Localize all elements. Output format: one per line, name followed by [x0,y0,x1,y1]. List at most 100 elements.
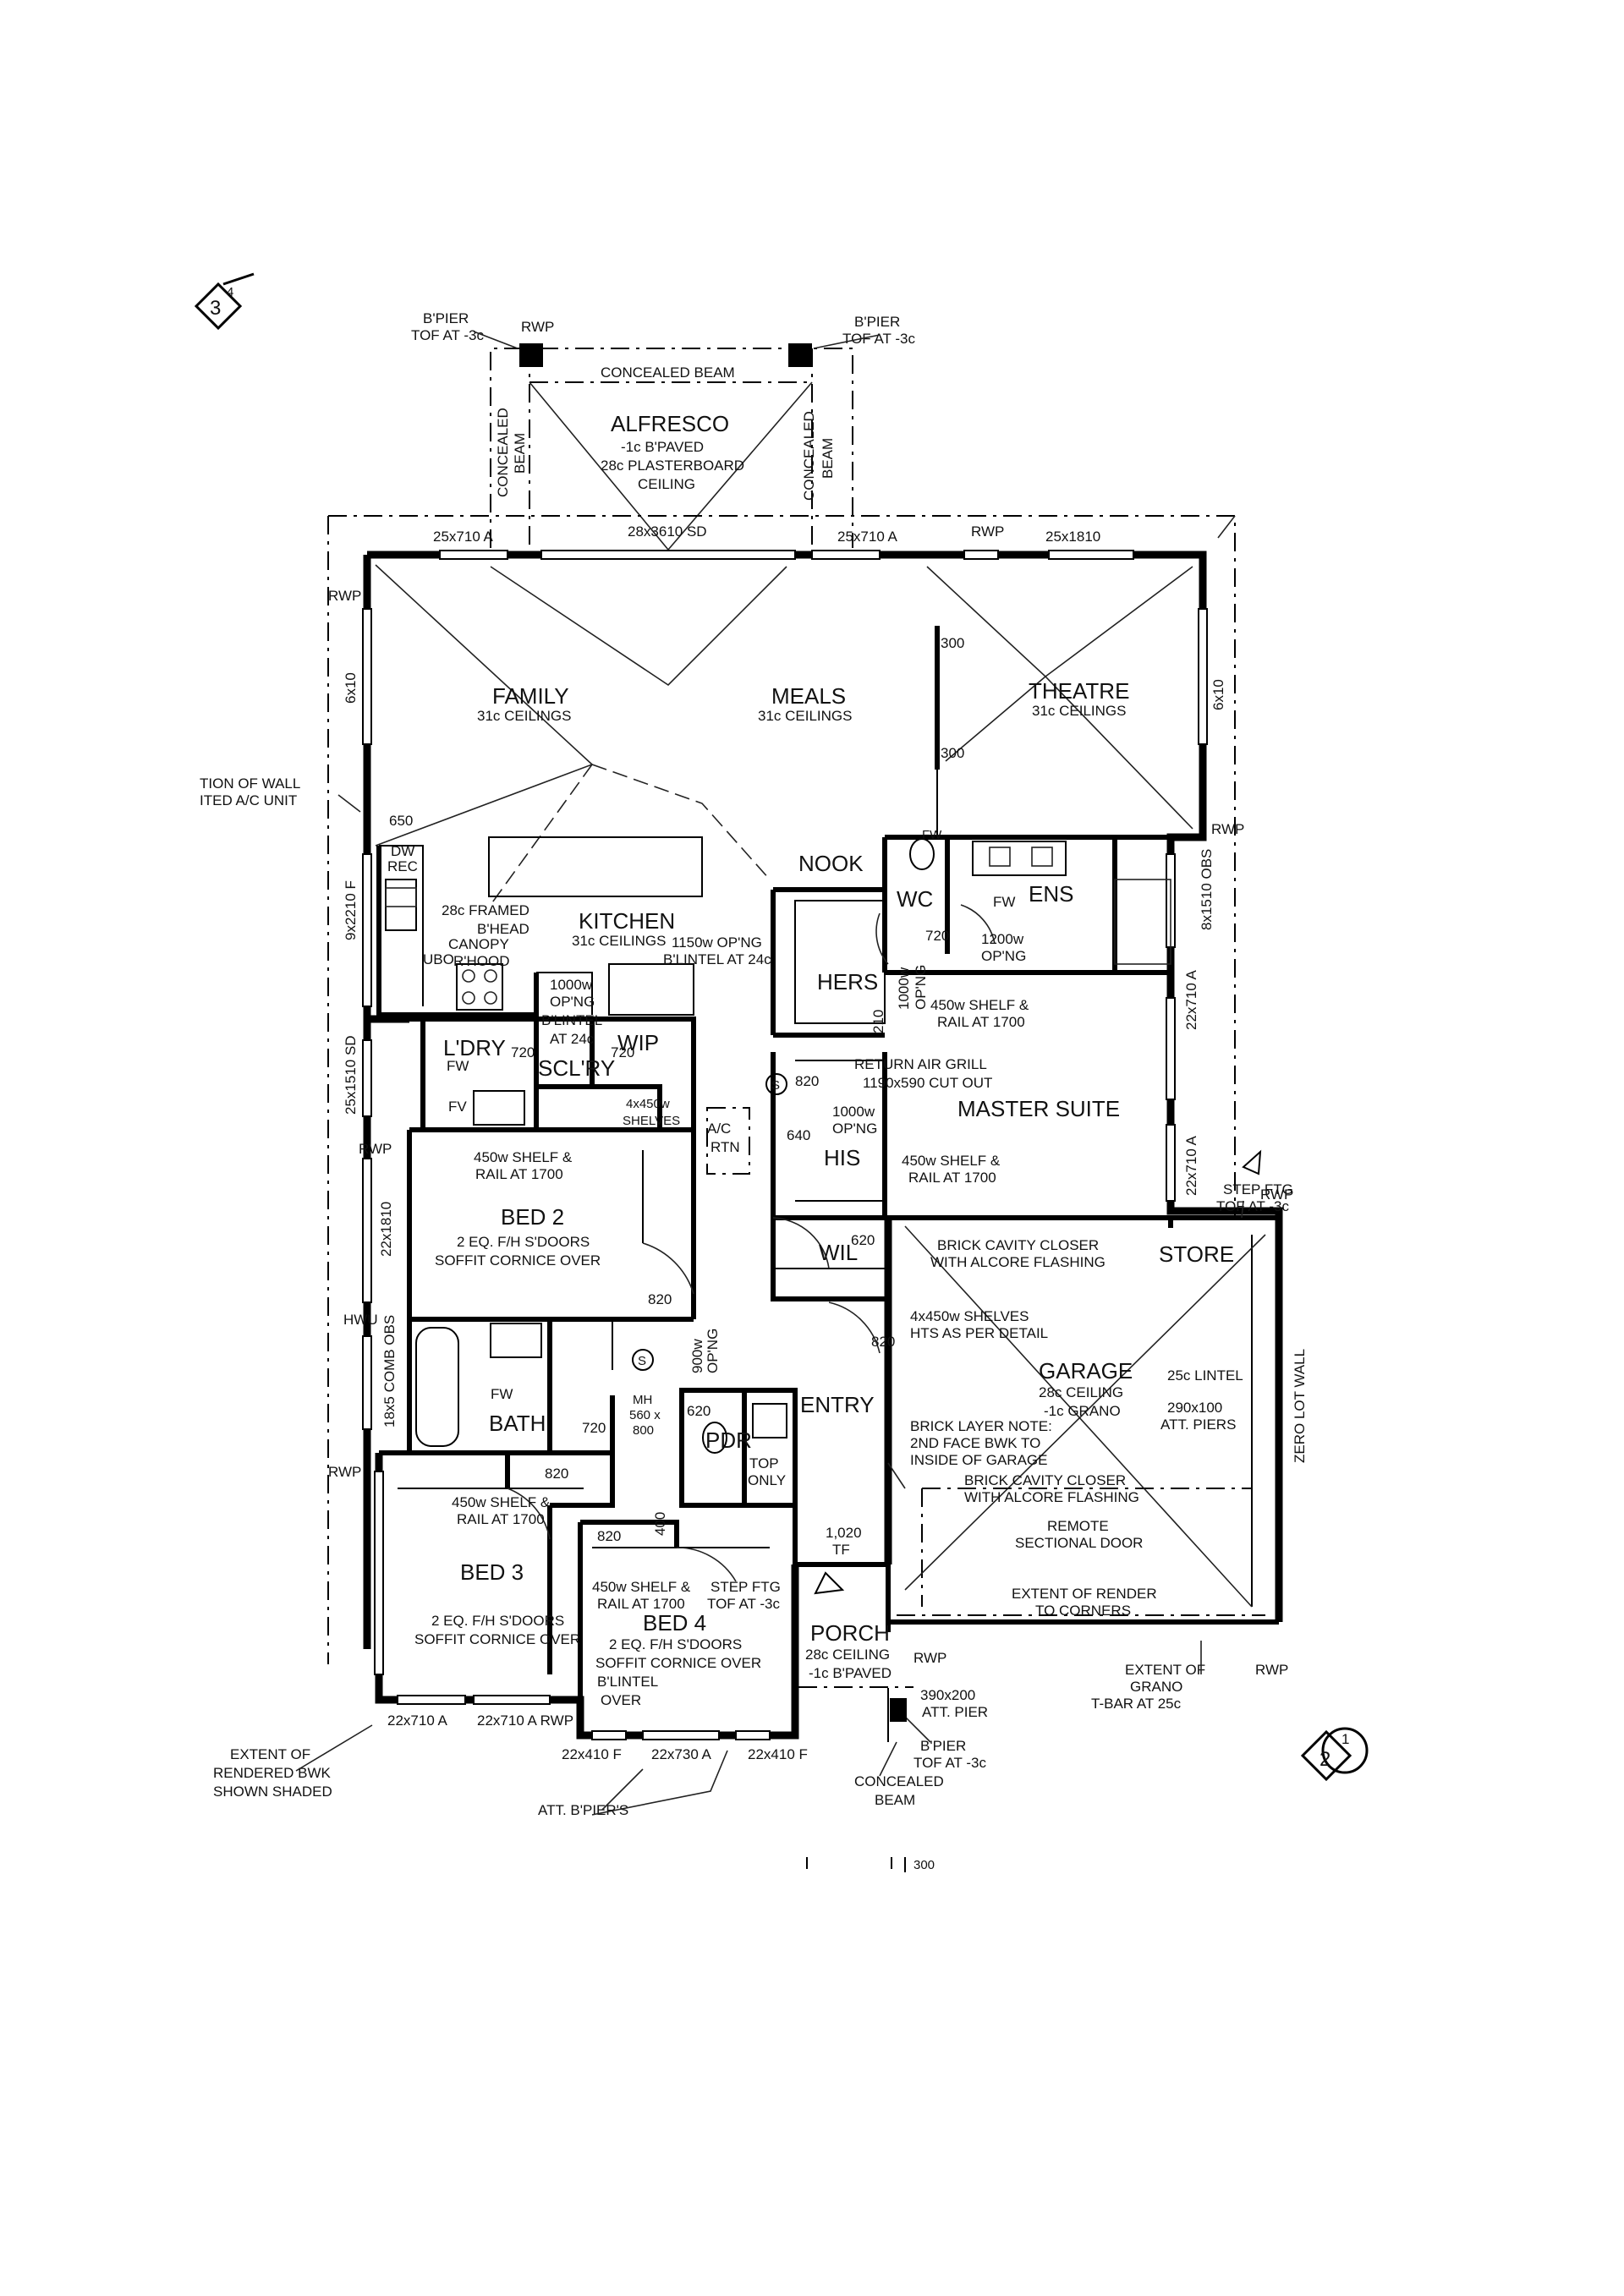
extent-grano-3: T-BAR AT 25c [1091,1696,1182,1712]
extent-bwk-1: EXTENT OF [230,1746,310,1762]
room-garage-ceiling: 28c CEILING [1039,1384,1123,1400]
rwp-left-top: RWP [328,588,361,604]
window-22x1810: 22x1810 [378,1202,394,1257]
rwp-label: RWP [521,319,554,335]
brick-cavity-1a: BRICK CAVITY CLOSER [937,1237,1099,1253]
framed-bhead-2: B'HEAD [477,921,529,937]
room-bath: BATH [489,1411,546,1436]
shelf-master-1a: 450w SHELF & [930,997,1029,1013]
room-porch-ceiling: 28c CEILING [805,1647,890,1663]
return-air-2: 1190x590 CUT OUT [863,1075,992,1091]
dim-720-wc: 720 [925,928,949,944]
window-22x410-f-2: 22x410 F [748,1746,808,1762]
bpier-porch-1: B'PIER [920,1738,966,1754]
perimeter-labels: 25x710 A 28x3610 SD 25x710 A RWP 25x1810… [200,523,1244,1872]
window-25x710-a-1: 25x710 A [433,529,494,545]
shelf-bed2-2: RAIL AT 1700 [475,1166,563,1182]
fv-ldry: FV [448,1099,467,1115]
dim-820-bed2: 820 [648,1291,672,1307]
step-ftg-porch-2: TOF AT -3c [707,1596,780,1612]
ceiling-hip-lines [375,564,1266,1608]
room-pdr: PDR [705,1427,752,1453]
dim-720-bath: 720 [582,1420,606,1436]
mh-3: 800 [633,1423,654,1438]
smoke-detector-1: S [771,1078,780,1093]
room-ens: ENS [1029,881,1073,907]
op-900-2: OP'NG [705,1329,721,1373]
brick-cavity-2a: BRICK CAVITY CLOSER [964,1472,1126,1488]
room-garage-floor: -1c GRANO [1044,1403,1121,1419]
concealed-porch-1: CONCEALED [854,1773,944,1789]
room-wip: WIP [617,1030,659,1055]
return-air-1: RETURN AIR GRILL [854,1056,987,1072]
room-his: HIS [824,1145,860,1170]
room-family-ceiling: 31c CEILINGS [477,708,572,724]
ac-rtn-2: RTN [710,1139,740,1155]
fw-bath: FW [491,1386,513,1402]
wip-shelves-1: 4x450w [626,1097,670,1111]
callout-number: 3 [210,297,221,320]
rwp-garage: RWP [1255,1662,1288,1678]
extent-bwk-3: SHOWN SHADED [213,1784,332,1800]
step-ftg-right-1: STEP FTG [1223,1181,1293,1197]
fw-ens: FW [993,894,1015,910]
window-22x710-a-right-2: 22x710 A [1183,1135,1199,1196]
brick-pier-right [788,343,812,367]
shelves-garage-2: HTS AS PER DETAIL [910,1325,1048,1341]
brick-layer-3: INSIDE OF GARAGE [910,1452,1047,1468]
room-master-suite: MASTER SUITE [957,1096,1120,1121]
room-bed2-doors: 2 EQ. F/H S'DOORS [457,1234,590,1250]
window-6x10-left: 6x10 [343,672,359,704]
brick-pier-left [519,343,543,367]
callout-sheet: 1 [1341,1731,1349,1747]
roof-outline [327,515,1236,1664]
smoke-detector-2: S [638,1354,646,1368]
blintel-over-2: OVER [601,1692,641,1708]
window-22x730-a: 22x730 A [651,1746,712,1762]
canopy-2: R'HOOD [453,953,510,969]
remote-door-1: REMOTE [1047,1518,1109,1534]
ac-unit-2: ITED A/C UNIT [200,792,297,808]
room-bed3-doors: 2 EQ. F/H S'DOORS [431,1613,564,1629]
att-piers-1: 290x100 [1167,1400,1222,1416]
window-25x1810: 25x1810 [1045,529,1100,545]
concealed-beam-left-2: BEAM [512,433,528,474]
room-bed4-cornice: SOFFIT CORNICE OVER [595,1655,761,1671]
room-garage: GARAGE [1039,1358,1133,1384]
room-kitchen: KITCHEN [579,908,675,934]
room-bed3-cornice: SOFFIT CORNICE OVER [414,1631,580,1647]
op-1000-his-1: 1000w [832,1104,875,1120]
op-1000-hers-1: 1000w [896,967,912,1010]
framed-bhead-1: 28c FRAMED [442,902,529,918]
shelf-bed4-1: 450w SHELF & [592,1579,691,1595]
brick-layer-2: 2ND FACE BWK TO [910,1435,1040,1451]
dim-640: 640 [787,1127,810,1143]
window-9x2210-f: 9x2210 F [343,880,359,940]
dim-650: 650 [389,813,413,829]
callout-number: 2 [1320,1748,1330,1771]
remote-door-2: SECTIONAL DOOR [1015,1535,1143,1551]
room-bed4-doors: 2 EQ. F/H S'DOORS [609,1636,742,1652]
bpier-note-left-1: B'PIER [423,310,469,326]
room-laundry: L'DRY [443,1035,506,1060]
dim-620-pdr: 620 [687,1403,710,1419]
att-pier-390-1: 390x200 [920,1687,975,1703]
brick-cavity-1b: WITH ALCORE FLASHING [930,1254,1106,1270]
lintel-25c: 25c LINTEL [1167,1367,1243,1384]
zero-lot-wall: ZERO LOT WALL [1292,1349,1308,1463]
section-callout-top-left: 3 4 [194,272,255,331]
room-porch: PORCH [810,1620,890,1646]
shelf-bed3-2: RAIL AT 1700 [457,1511,545,1527]
room-store: STORE [1159,1241,1234,1267]
callout-sheet: 4 [227,285,233,299]
op-1150-1: 1150w OP'NG [672,934,762,951]
dim-620-wil: 620 [851,1232,875,1248]
concealed-beam-left-1: CONCEALED [495,408,511,497]
room-kitchen-ceiling: 31c CEILINGS [572,933,667,949]
dim-400: 400 [652,1512,668,1536]
ubo-label: UBO [423,951,454,967]
window-8x1510-obs: 8x1510 OBS [1199,849,1215,930]
op-1000-his-2: OP'NG [832,1121,877,1137]
op-1000-k4: AT 24c [550,1031,595,1047]
